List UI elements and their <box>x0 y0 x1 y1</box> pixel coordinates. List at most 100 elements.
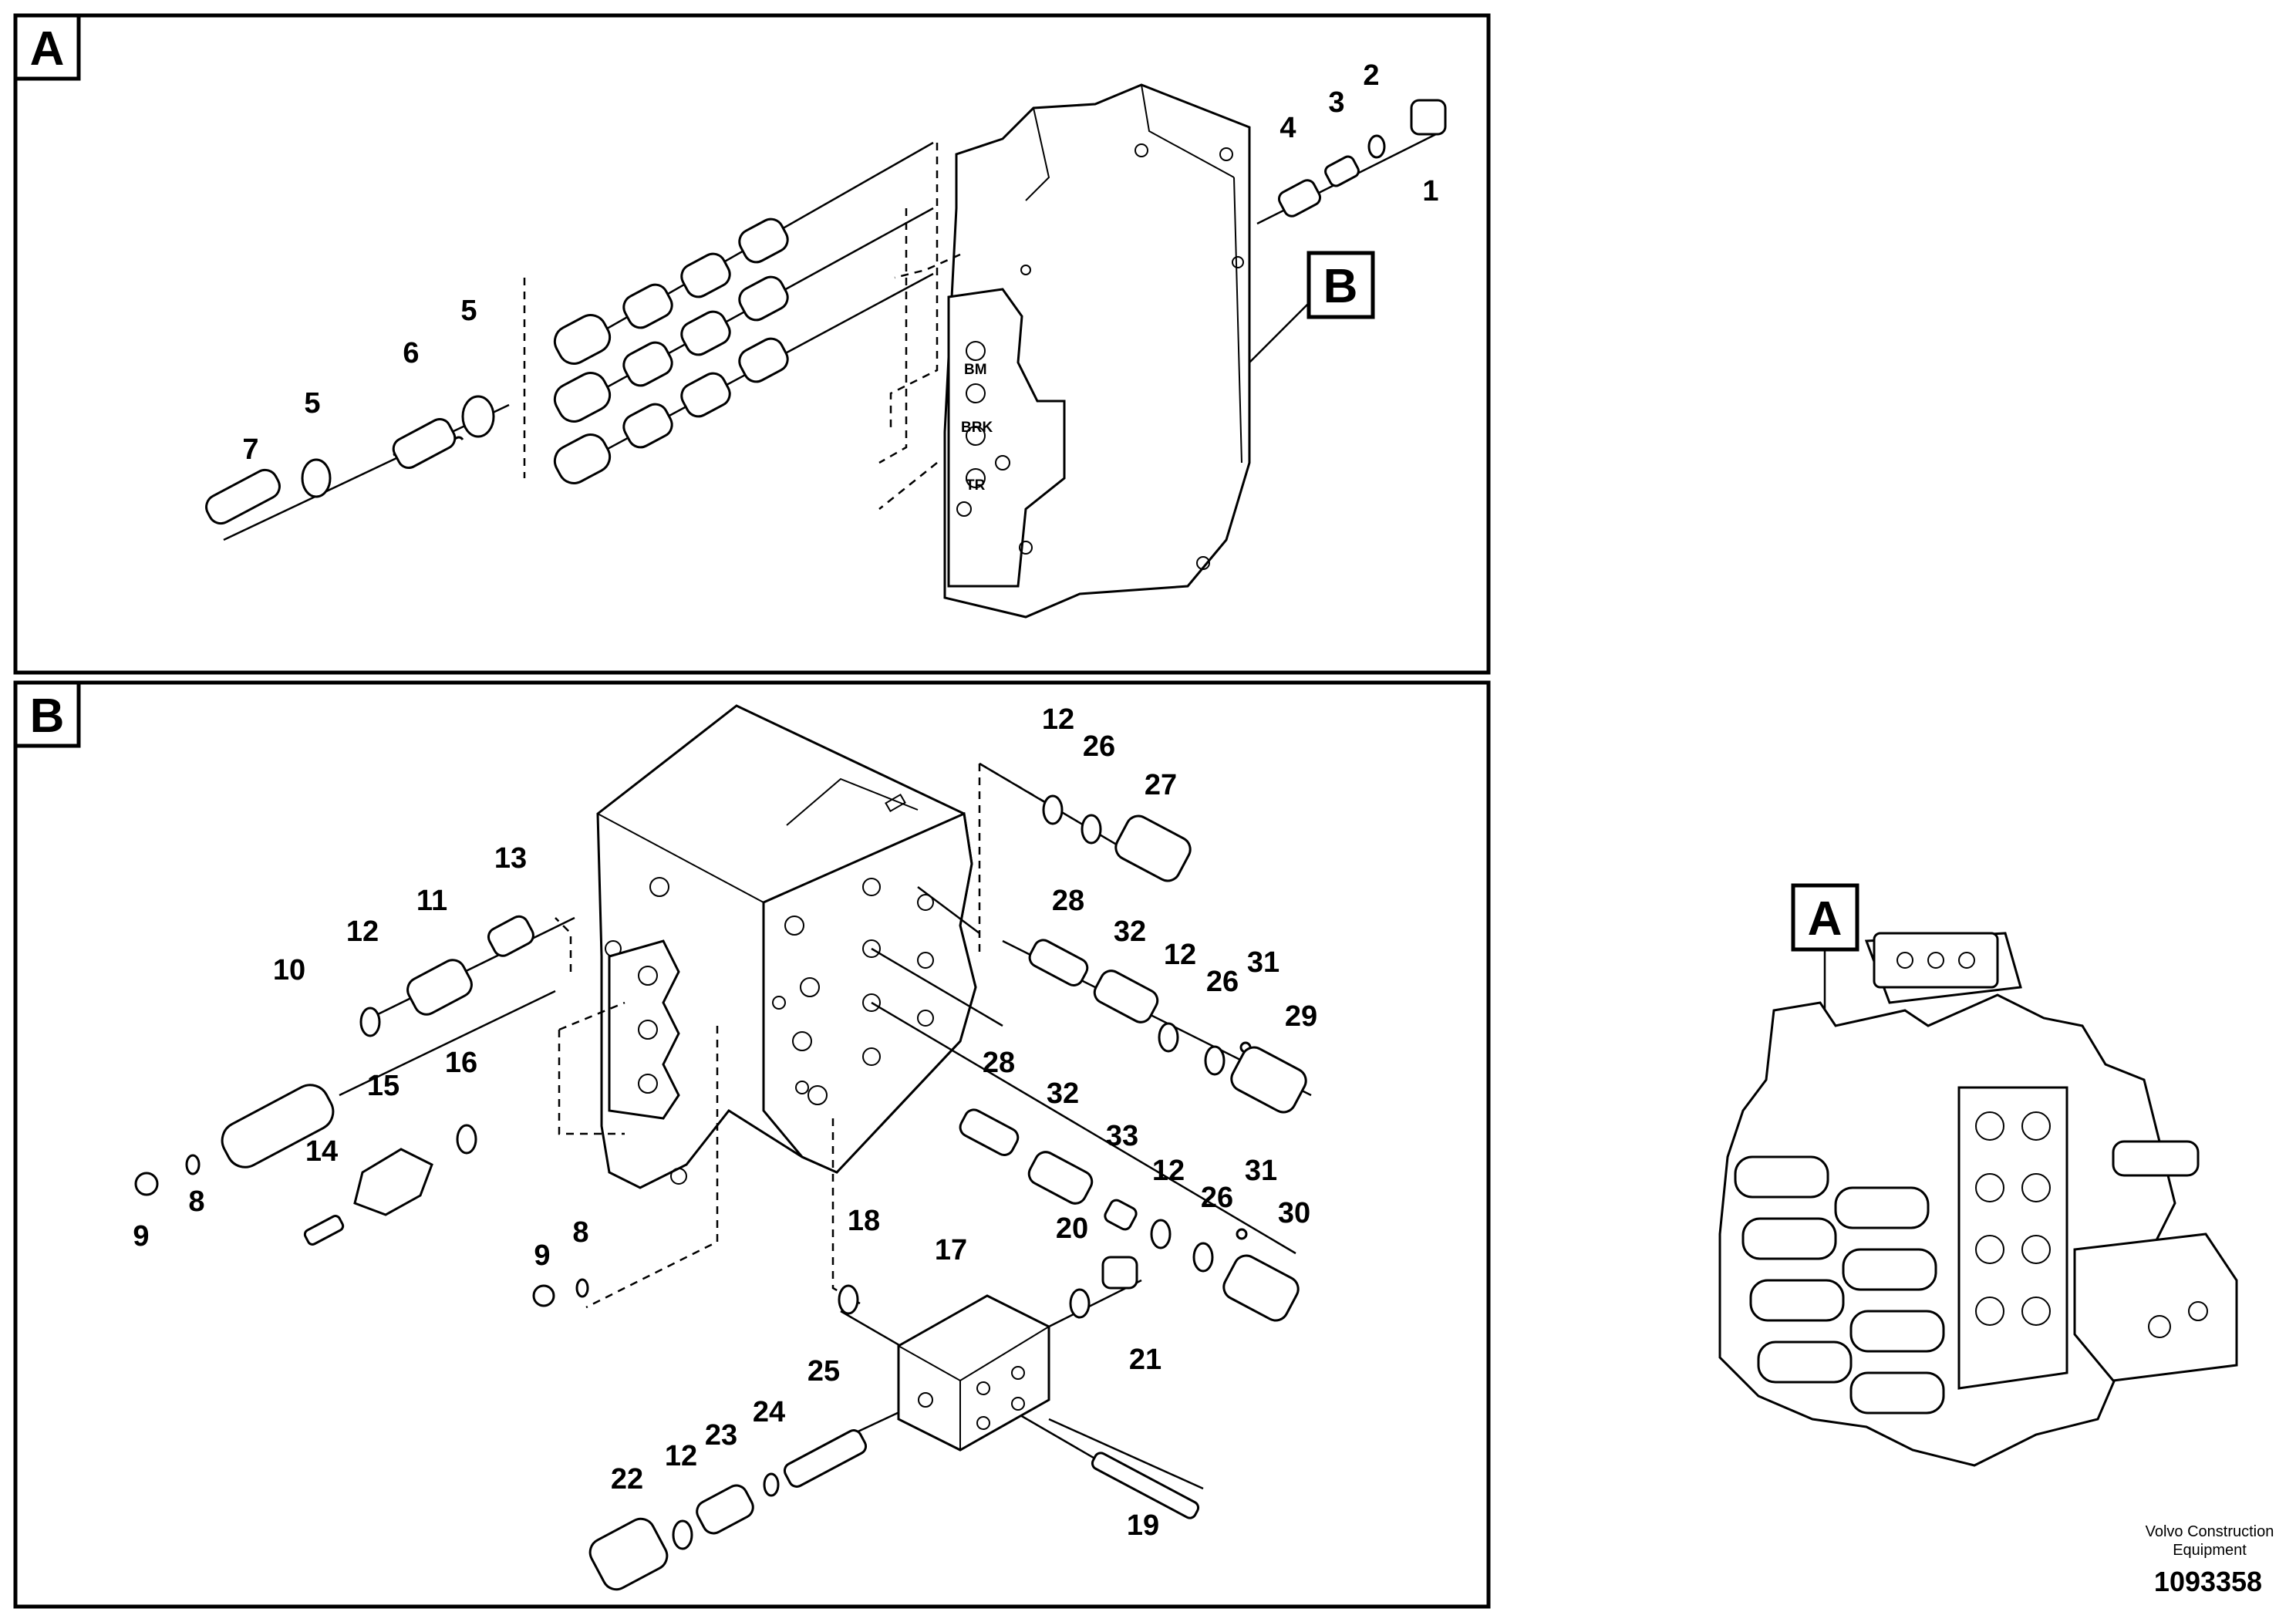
detail-b-ref-box <box>1306 251 1375 319</box>
spring-6 <box>392 417 464 470</box>
callout-b-20: 20 <box>1056 1212 1088 1245</box>
callout-b-8-left: 8 <box>188 1185 204 1218</box>
spring-23 <box>696 1484 754 1535</box>
bolt-14 <box>303 1215 345 1246</box>
spring-13 <box>487 915 534 957</box>
valve-body-a <box>943 83 1312 619</box>
plug-21 <box>1101 1256 1138 1290</box>
callout-b-33: 33 <box>1106 1120 1138 1152</box>
spacer-33 <box>1104 1199 1138 1231</box>
spool-2 <box>553 207 934 423</box>
brand-line-1: Volvo Construction <box>2146 1523 2274 1540</box>
oring-8-lower <box>575 1278 589 1298</box>
callout-b-23: 23 <box>705 1419 737 1452</box>
port-label-bm: BM <box>964 362 987 378</box>
spool-1 <box>553 141 934 365</box>
plug-9-lower <box>532 1284 555 1307</box>
seat-5-lower <box>301 458 332 498</box>
callout-a-7: 7 <box>242 433 258 466</box>
oring-8-left <box>185 1154 201 1175</box>
panel-a-frame <box>13 13 1491 675</box>
plug-27 <box>1114 814 1192 882</box>
callout-b-32-lower: 32 <box>1047 1077 1079 1110</box>
callout-b-8-lower: 8 <box>572 1216 588 1249</box>
panel-a-label: A <box>30 22 65 76</box>
panel-b-label-box <box>13 680 81 748</box>
callout-b-31-lower: 31 <box>1245 1155 1277 1187</box>
callout-a-6: 6 <box>403 337 419 369</box>
cap-7 <box>205 468 281 525</box>
inset-label: A <box>1808 892 1843 946</box>
spring-3 <box>1324 155 1360 187</box>
callout-b-31-upper: 31 <box>1247 946 1279 979</box>
callout-b-12-mid: 12 <box>1164 939 1196 971</box>
oring-2 <box>1367 134 1386 159</box>
cover-15 <box>353 1148 433 1216</box>
panel-b-label: B <box>30 690 65 743</box>
seat-24 <box>763 1472 780 1497</box>
callout-b-24: 24 <box>753 1396 785 1428</box>
callout-b-12-top: 12 <box>1042 703 1074 736</box>
brand-line-2: Equipment <box>2173 1542 2247 1559</box>
spring-32-upper <box>1093 969 1159 1023</box>
bolt-19 <box>1091 1452 1200 1519</box>
spool-3 <box>553 272 934 484</box>
callout-a-4: 4 <box>1279 112 1296 144</box>
callout-b-17: 17 <box>935 1234 967 1266</box>
document-number: 1093358 <box>2154 1566 2262 1597</box>
port-label-tr: TR <box>966 477 986 494</box>
callout-b-9-lower: 9 <box>534 1239 550 1272</box>
callout-b-12-left: 12 <box>346 916 379 948</box>
oring-12-mid <box>1158 1022 1179 1053</box>
callout-b-27: 27 <box>1145 769 1177 801</box>
callout-b-11: 11 <box>416 885 447 917</box>
callout-b-15: 15 <box>367 1070 400 1102</box>
ball-31-lower <box>1236 1228 1248 1240</box>
plug-29 <box>1230 1046 1307 1114</box>
panel-a-label-box <box>13 13 81 81</box>
callout-b-29: 29 <box>1285 1000 1317 1033</box>
spring-32-lower <box>1027 1151 1094 1205</box>
detail-b-ref-label: B <box>1323 260 1358 313</box>
callout-b-12-bottom: 12 <box>665 1440 697 1472</box>
callout-b-30: 30 <box>1278 1197 1310 1229</box>
block-17 <box>897 1294 1050 1452</box>
spring-11 <box>406 959 473 1016</box>
valve-body-b <box>596 704 977 1189</box>
oring-18 <box>838 1284 859 1315</box>
spool-28-lower <box>959 1108 1020 1157</box>
callout-b-12-lower: 12 <box>1152 1155 1185 1187</box>
callout-a-5-upper: 5 <box>460 295 477 327</box>
plug-22 <box>588 1517 669 1591</box>
callout-b-32-upper: 32 <box>1114 916 1146 948</box>
plug-30 <box>1222 1254 1300 1322</box>
sleeve-10 <box>221 1084 335 1168</box>
oring-12-bottom <box>672 1519 693 1550</box>
callout-b-13: 13 <box>494 842 527 875</box>
callout-b-16: 16 <box>445 1047 477 1079</box>
plug-1 <box>1410 99 1447 136</box>
callout-b-14: 14 <box>305 1135 338 1168</box>
callout-a-1: 1 <box>1422 175 1438 207</box>
plug-9-left <box>134 1172 159 1196</box>
oring-12-top <box>1042 794 1064 825</box>
port-label-brk: BRK <box>961 420 993 436</box>
callout-a-3: 3 <box>1328 86 1344 119</box>
callout-b-28-upper: 28 <box>1052 885 1084 917</box>
oring-16 <box>456 1124 477 1155</box>
ring-26-mid <box>1204 1045 1226 1076</box>
callout-b-26-top: 26 <box>1083 730 1115 763</box>
callout-a-5-lower: 5 <box>304 387 320 420</box>
ring-26-lower <box>1192 1242 1214 1273</box>
inset-assembly: A <box>1718 883 2238 1467</box>
seat-5-upper <box>461 395 495 438</box>
oring-12-left <box>359 1007 381 1037</box>
callout-b-10: 10 <box>273 954 305 986</box>
callout-b-28-lower: 28 <box>983 1047 1015 1079</box>
spool-25 <box>783 1429 868 1488</box>
callout-b-26-lower: 26 <box>1201 1182 1233 1214</box>
callout-b-18: 18 <box>848 1205 880 1237</box>
inset-label-box <box>1791 883 1859 952</box>
panel-b-frame <box>13 680 1491 1609</box>
